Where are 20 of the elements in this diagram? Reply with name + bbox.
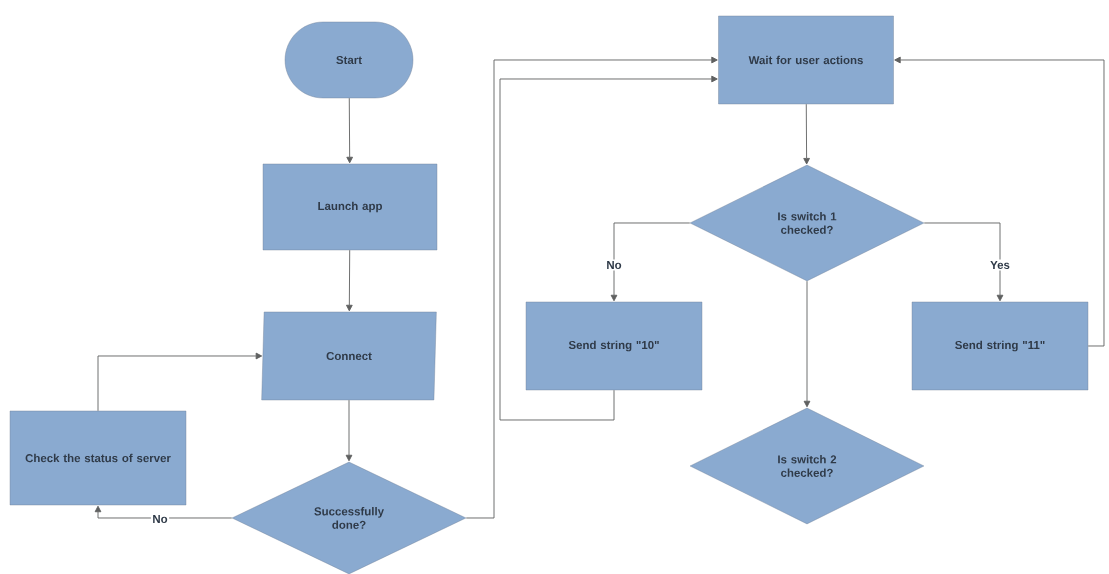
edge-label: No bbox=[604, 259, 624, 271]
process-box: Send string "11" bbox=[911, 301, 1089, 391]
arrow bbox=[346, 97, 353, 164]
arrow bbox=[610, 222, 691, 302]
arrow bbox=[345, 399, 353, 462]
arrow bbox=[894, 56, 1105, 347]
arrow bbox=[346, 249, 353, 312]
arrow bbox=[803, 103, 810, 165]
arrow bbox=[465, 56, 718, 519]
process-box: Check the status of server bbox=[9, 410, 187, 506]
arrow bbox=[97, 352, 263, 412]
arrow bbox=[499, 75, 718, 421]
process-box: Send string "10" bbox=[525, 301, 703, 391]
edge-label: No bbox=[150, 513, 170, 525]
arrow bbox=[923, 222, 1004, 302]
process-box: Wait for user actions bbox=[718, 15, 894, 105]
edge-label: Yes bbox=[988, 259, 1012, 271]
process-box: Launch app bbox=[262, 163, 438, 251]
arrow bbox=[803, 280, 811, 408]
arrow bbox=[94, 505, 233, 519]
